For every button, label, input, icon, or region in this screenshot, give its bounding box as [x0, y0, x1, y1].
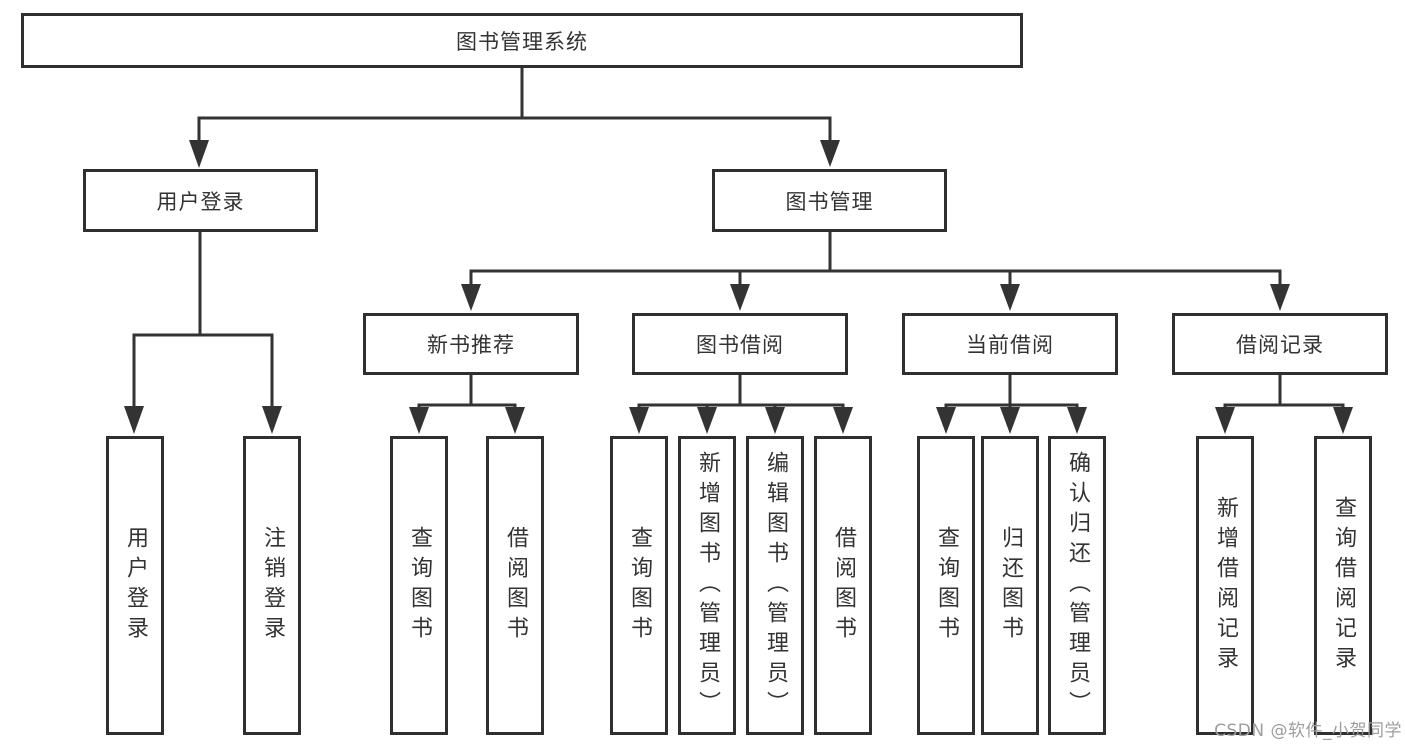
node-current-borrow: 当前借阅 — [902, 313, 1118, 375]
leaf-user-login: 用户登录 — [106, 436, 164, 735]
leaf-label: 查询借阅记录 — [1331, 495, 1356, 676]
watermark: CSDN @软件_小贺同学 — [1214, 721, 1402, 741]
node-new-book-recommend: 新书推荐 — [363, 313, 579, 375]
leaf-label: 编辑图书（管理员） — [763, 450, 788, 721]
leaf-label: 确认归还（管理员） — [1065, 450, 1090, 721]
node-label: 当前借阅 — [966, 333, 1054, 357]
leaf-borrow-books-recommend: 借阅图书 — [486, 436, 544, 735]
node-borrow-records: 借阅记录 — [1172, 313, 1388, 375]
leaf-label: 新增图书（管理员） — [695, 450, 720, 721]
leaf-label: 查询图书 — [934, 525, 959, 646]
node-book-management: 图书管理 — [712, 169, 947, 232]
leaf-label: 借阅图书 — [503, 525, 528, 646]
node-label: 图书管理 — [785, 189, 874, 214]
node-user-login: 用户登录 — [83, 169, 318, 232]
leaf-query-books-current: 查询图书 — [917, 436, 975, 735]
leaf-label: 归还图书 — [998, 525, 1023, 646]
leaf-label: 用户登录 — [123, 525, 148, 646]
leaf-add-books-admin: 新增图书（管理员） — [678, 436, 736, 735]
leaf-label: 借阅图书 — [831, 525, 856, 646]
leaf-label: 注销登录 — [260, 525, 285, 646]
node-root: 图书管理系统 — [21, 13, 1023, 68]
leaf-borrow-books: 借阅图书 — [814, 436, 872, 735]
leaf-query-books-recommend: 查询图书 — [390, 436, 448, 735]
leaf-label: 新增借阅记录 — [1213, 495, 1238, 676]
node-label: 新书推荐 — [427, 333, 515, 357]
leaf-query-borrow-record: 查询借阅记录 — [1314, 436, 1372, 735]
node-label: 图书管理系统 — [456, 29, 588, 54]
leaf-query-books-borrow: 查询图书 — [610, 436, 668, 735]
leaf-add-borrow-record: 新增借阅记录 — [1196, 436, 1254, 735]
leaf-label: 查询图书 — [627, 525, 652, 646]
leaf-confirm-return-admin: 确认归还（管理员） — [1048, 436, 1106, 735]
node-label: 图书借阅 — [696, 333, 784, 357]
node-label: 借阅记录 — [1236, 333, 1324, 357]
node-label: 用户登录 — [156, 189, 245, 214]
leaf-return-books: 归还图书 — [981, 436, 1039, 735]
leaf-logout-login: 注销登录 — [243, 436, 301, 735]
leaf-label: 查询图书 — [407, 525, 432, 646]
leaf-edit-books-admin: 编辑图书（管理员） — [746, 436, 804, 735]
node-book-borrow: 图书借阅 — [632, 313, 848, 375]
